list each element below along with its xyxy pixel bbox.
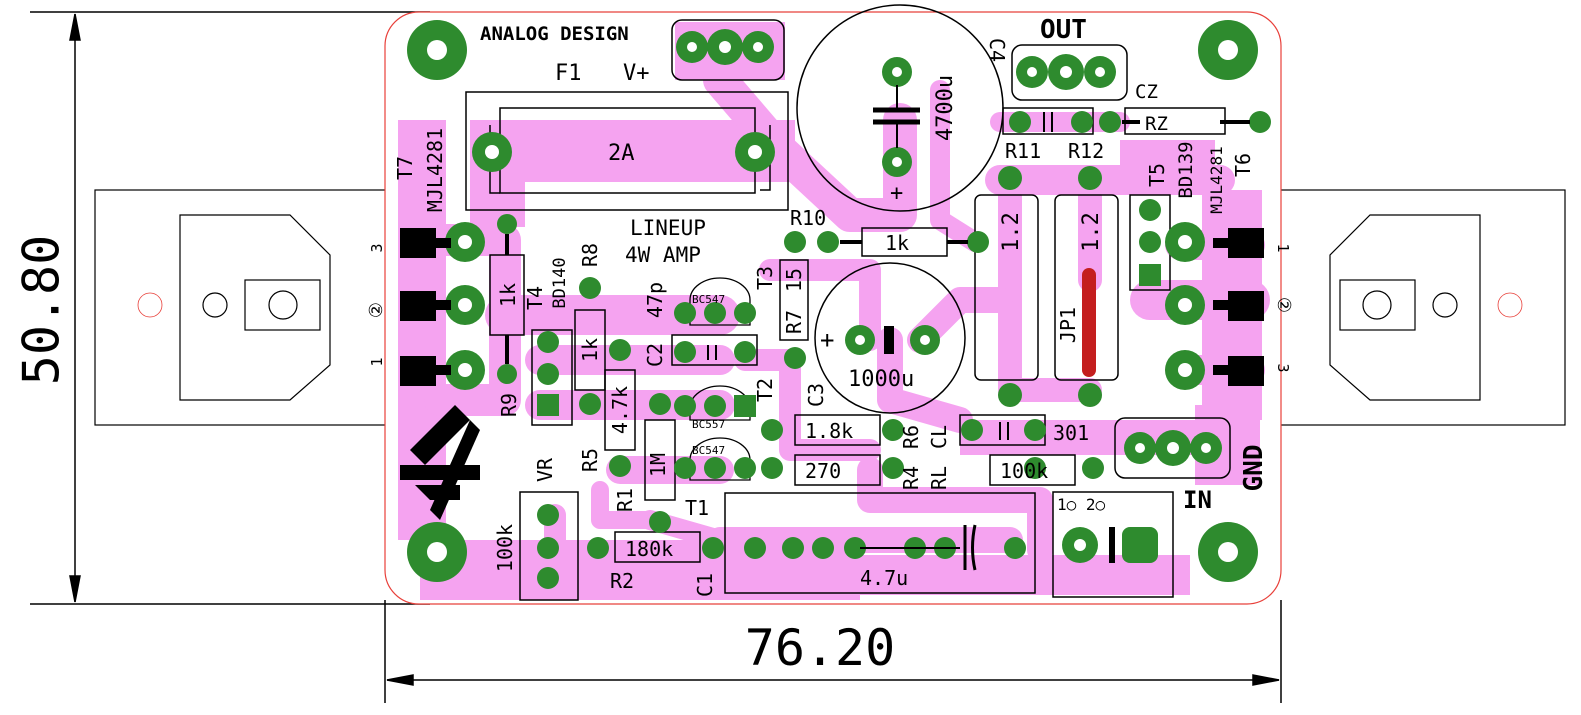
power-transistor-leads (400, 228, 1264, 386)
heatsink-left (94, 189, 401, 426)
width-dimension-label: 76.20 (745, 619, 896, 677)
r6-value: 1.8k (805, 419, 853, 443)
right-pin-2: ② (1273, 297, 1294, 313)
c4-value: 4700u (933, 75, 958, 141)
t6-ref: T6 (1231, 153, 1255, 177)
right-pin-1: 1 (1274, 243, 1292, 252)
in-label: IN (1183, 486, 1212, 514)
cl-ref: CL (927, 425, 951, 449)
r12-ref: R12 (1068, 139, 1104, 163)
heatsink-right (1261, 189, 1566, 426)
dimension-lines (30, 11, 1282, 703)
r6-ref: R6 (899, 425, 923, 449)
t4-ref: T4 (523, 286, 547, 310)
t2-ref: T2 (753, 378, 777, 402)
out-label: OUT (1040, 15, 1087, 45)
r2-ref: R2 (610, 569, 634, 593)
analog-design-logo (400, 405, 480, 520)
c3-plus: + (820, 326, 834, 354)
r4-ref: R4 (899, 466, 923, 490)
left-pin-3: 3 (368, 243, 386, 252)
silkscreen-text: ANALOG DESIGN F1 V+ 2A LINEUP 4W AMP OUT… (366, 15, 1294, 597)
r9-ref: R9 (497, 393, 521, 417)
t2-part: BC557 (692, 418, 725, 431)
t6-part: MJL4281 (1207, 146, 1226, 213)
r7-ref: R7 (782, 310, 806, 334)
r12-value: 1.2 (1079, 212, 1104, 252)
c2-value: 47p (643, 282, 667, 318)
r4-value: 270 (805, 459, 841, 483)
title-line1: LINEUP (630, 216, 706, 240)
vr-ref: VR (533, 457, 557, 482)
t4-part: BD140 (550, 257, 570, 308)
t3-ref: T3 (753, 266, 777, 290)
rl-value: 100k (1000, 459, 1048, 483)
title-line2: 4W AMP (625, 243, 701, 267)
r11-value: 1.2 (999, 212, 1024, 252)
r8-ref: R8 (578, 243, 602, 267)
left-pin-1: 1 (368, 357, 386, 366)
r10-value: 1k (885, 231, 909, 255)
t5-part: BD139 (1175, 141, 1197, 198)
t3-part: BC547 (692, 293, 725, 306)
c1-value: 4.7u (860, 566, 908, 590)
t1-part: BC547 (692, 444, 725, 457)
pad-holes (427, 40, 1238, 562)
component-symbols (505, 85, 1250, 571)
r8-value: 1k (578, 338, 602, 362)
t7-part: MJL4281 (423, 128, 447, 212)
r1-ref: R1 (613, 488, 637, 512)
c4-plus: + (890, 181, 903, 206)
r1-value: 1M (646, 453, 670, 477)
c4-ref: C4 (985, 38, 1009, 62)
vplus-label: V+ (623, 61, 650, 86)
cl-value: 301 (1053, 421, 1089, 445)
brand-label: ANALOG DESIGN (480, 23, 629, 45)
jp1-ref: JP1 (1056, 307, 1080, 343)
vr-value: 100k (493, 524, 517, 572)
c3-ref: C3 (804, 383, 828, 407)
rl-ref: RL (927, 466, 951, 490)
left-pin-2: ② (366, 302, 387, 318)
c2-ref: C2 (643, 343, 667, 367)
in-pin-label: 1○ 2○ (1057, 495, 1106, 514)
t1-ref: T1 (685, 496, 709, 520)
t7-ref: T7 (393, 156, 417, 180)
height-dimension-label: 50.80 (13, 235, 71, 386)
r2-value: 180k (625, 537, 673, 561)
c1-ref: C1 (693, 573, 717, 597)
gnd-label: GND (1239, 445, 1269, 492)
c3-value: 1000u (848, 367, 914, 392)
cz-ref: CZ (1135, 81, 1158, 103)
rz-ref: RZ (1145, 113, 1168, 135)
r11-ref: R11 (1005, 139, 1041, 163)
r7-value: 15 (782, 268, 806, 292)
r10-ref: R10 (790, 206, 826, 230)
t5-ref: T5 (1145, 163, 1169, 187)
right-pin-3: 3 (1274, 363, 1292, 372)
r5-value: 4.7k (608, 386, 632, 434)
fuse-value-label: 2A (608, 141, 635, 166)
r9-value: 1k (496, 283, 520, 307)
r5-ref: R5 (578, 448, 602, 472)
fuse-ref-label: F1 (555, 61, 582, 86)
